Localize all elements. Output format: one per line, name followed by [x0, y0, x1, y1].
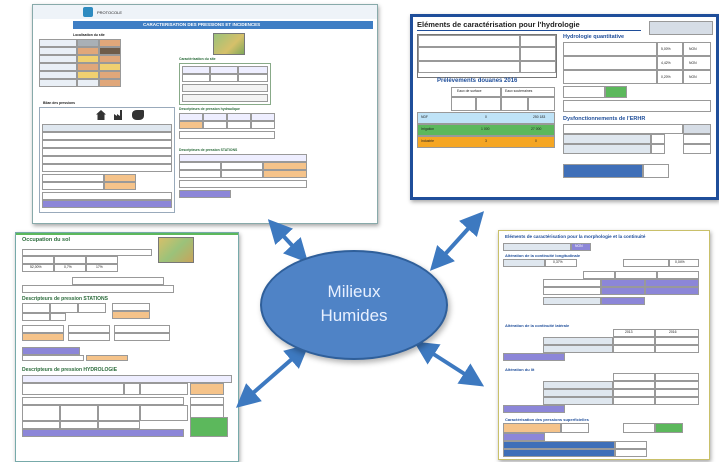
section-hydraulique: Descripteurs de pression hydraulique [179, 107, 240, 111]
status-2: NON [689, 61, 697, 65]
occupation-value-1: 52,00% [30, 265, 42, 269]
laterale-table: 2013 2016 [503, 329, 703, 363]
irrigation-sout-value: 27 000 [531, 127, 542, 131]
tractor-icon [132, 110, 144, 120]
row-irrigation-label: Irrigation [421, 127, 435, 131]
card-hydrologie: Eléments de caractérisation pour l'hydro… [410, 14, 719, 200]
industrie-surface-value: 3 [485, 139, 487, 143]
dysfonctionnements-table [563, 124, 711, 188]
factory-icon [114, 110, 122, 120]
section-stations: Descripteurs de pression STATIONS [179, 148, 238, 152]
card-occupation-sol: Occupation du sol 52,00% 0,7% 17% Descri… [15, 232, 239, 462]
section-caracterisation: Caractérisation du site [179, 57, 216, 61]
top-accent-line [16, 233, 238, 235]
arrow-bottom-left [235, 344, 310, 408]
section-continuite-longitudinale: Altération de la continuité longitudinal… [505, 253, 581, 258]
card-title: CARACTERISATION DES PRESSIONS ET INCIDEN… [143, 22, 261, 27]
ndf-sout-value: 250 183 [533, 115, 546, 119]
pct-lateral: 0,04% [675, 260, 685, 264]
arrow-bottom-right [413, 341, 485, 387]
section-continuite-laterale: Altération de la continuité latérale [505, 323, 570, 328]
occupation-value-2: 0,7% [64, 265, 72, 269]
section-localisation: Localisation du site [73, 33, 105, 37]
irrigation-volume-value: 1 000 [481, 127, 490, 131]
status-3: NON [689, 75, 697, 79]
quantitative-table: 5,00% NON 4,42% NON 0,20% NON [563, 42, 711, 112]
occupation-table: 52,00% 0,7% 17% [22, 249, 152, 273]
card-morphologie: Eléments de caractérisation pour la morp… [498, 230, 710, 460]
note-row [22, 285, 174, 293]
card-pressures-overview: PROTOCOLE CARACTERISATION DES PRESSIONS … [32, 4, 378, 224]
status-header-box [649, 21, 713, 35]
section-alteration-lit: Altération du lit [505, 367, 535, 372]
map-thumbnail [158, 237, 194, 263]
superficielles-table [503, 423, 703, 457]
year-2: 2016 [669, 330, 677, 334]
card-title: Eléments de caractérisation pour l'hydro… [417, 20, 580, 29]
map-thumbnail [213, 33, 245, 55]
debit-table [417, 34, 557, 78]
row-industrie [417, 136, 555, 148]
row-ndf [417, 112, 555, 124]
title-underline [417, 30, 641, 31]
header-label: PROTOCOLE [97, 10, 123, 15]
section-prelevements: Prélèvements douanes 2016 [437, 78, 518, 84]
longitudinale-table: 0,37% 0,04% [503, 259, 703, 319]
hydrologie-table [22, 375, 232, 457]
year-1: 2013 [625, 330, 633, 334]
card-title: Occupation du sol [22, 237, 70, 243]
bilan-table [39, 107, 175, 213]
ndf-surface-value: 0 [485, 115, 487, 119]
pct-3: 0,20% [661, 75, 671, 79]
section-hydrologie: Descripteurs de pression HYDROLOGIE [22, 367, 118, 373]
lit-table [503, 373, 703, 413]
house-icon [96, 110, 106, 120]
center-label-line1: Milieux [327, 282, 381, 301]
caracterisation-table [179, 63, 271, 105]
section-pressions-superficielles: Caractérisation des pressions superficie… [505, 417, 589, 422]
industrie-sout-value: 0 [535, 139, 537, 143]
section-hydrologie-quantitative: Hydrologie quantitative [563, 34, 625, 40]
col-eaux-surface: Eaux de surface [457, 89, 482, 93]
site-table [39, 39, 159, 89]
occupation-value-3: 17% [96, 265, 103, 269]
col-eaux-souterraines: Eaux souterraines [505, 89, 533, 93]
section-stations: Descripteurs de pression STATIONS [22, 296, 108, 302]
row-industrie-label: Industrie [421, 139, 435, 143]
prelevements-table: Eaux de surface Eaux souterraines NDF 0 … [417, 87, 555, 177]
center-ellipse: Milieux Humides [260, 250, 448, 360]
stations-table [22, 303, 222, 361]
logo-icon [83, 7, 93, 17]
stations-table [179, 154, 307, 202]
pct-longitudinale: 0,37% [553, 260, 563, 264]
continuity-status-text: NON [575, 244, 583, 248]
pct-2: 4,42% [661, 61, 671, 65]
card-header-bar [33, 5, 377, 19]
center-label-line2: Humides [320, 306, 388, 325]
arrow-top-right [429, 211, 485, 271]
continuity-status [571, 243, 591, 251]
status-1: NON [689, 47, 697, 51]
sage-row [72, 277, 164, 285]
section-dysfonctionnements: Dysfonctionnements de l'ERHR [563, 116, 646, 122]
card-title: Eléments de caractérisation pour la morp… [505, 234, 646, 239]
arrow-top-left [267, 219, 309, 263]
hydraulique-table [179, 113, 275, 145]
row-ndf-label: NDF [421, 115, 428, 119]
pct-1: 5,00% [661, 47, 671, 51]
section-bilan: Bilan des pressions [43, 101, 76, 105]
continuity-row [503, 243, 571, 251]
title-banner [73, 21, 373, 29]
row-irrigation [417, 124, 555, 136]
